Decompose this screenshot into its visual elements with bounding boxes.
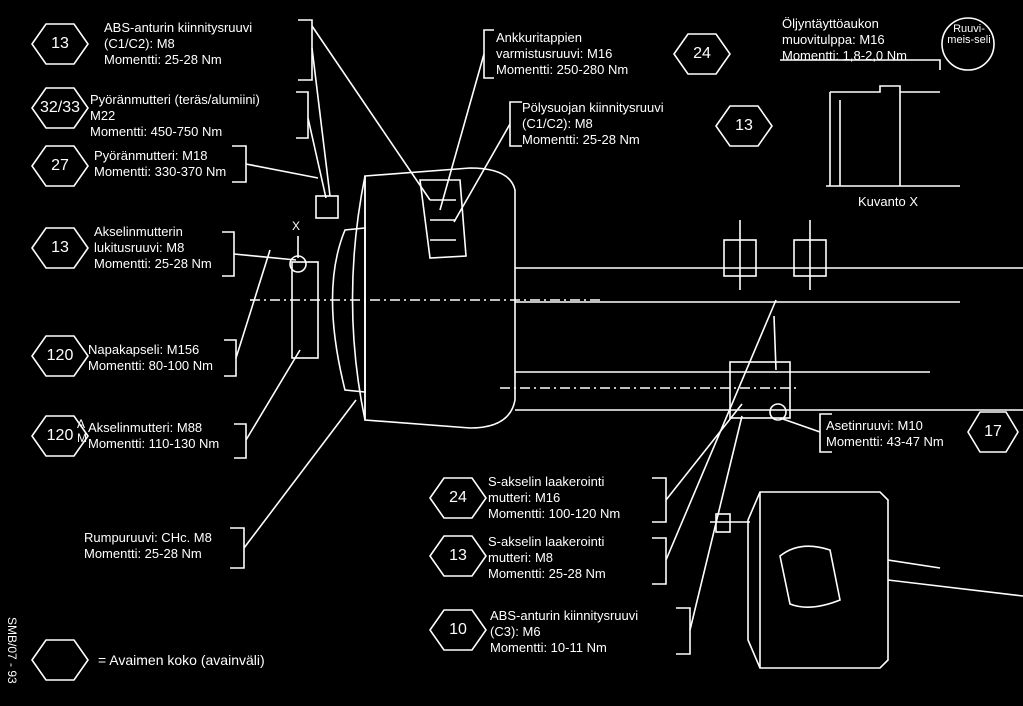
bracket-120b bbox=[234, 423, 247, 459]
view-x-housing bbox=[829, 85, 940, 186]
bracket-13b bbox=[222, 231, 235, 277]
drum-shell bbox=[364, 167, 516, 429]
marker-m: M bbox=[77, 431, 87, 445]
hex-32 bbox=[31, 87, 89, 129]
badge-circle bbox=[941, 17, 995, 71]
hex-10 bbox=[429, 609, 487, 651]
side-code: SMB/07 - 93 bbox=[5, 617, 19, 684]
hex-13a bbox=[31, 23, 89, 65]
hex-label-13b: 13 bbox=[51, 239, 69, 256]
bracket-24a bbox=[483, 29, 494, 79]
prefix-a: A bbox=[77, 417, 86, 431]
hex-label-27: 27 bbox=[51, 157, 69, 174]
bracket-13c bbox=[509, 101, 522, 147]
hex-label-120b: 120 bbox=[46, 427, 74, 444]
bracket-24b bbox=[652, 477, 667, 523]
hex-label-32: 32/33 bbox=[39, 99, 81, 116]
hex-24b bbox=[429, 477, 487, 519]
bracket-10 bbox=[676, 607, 691, 655]
line-art bbox=[31, 17, 1023, 681]
marker-x: X bbox=[292, 219, 301, 233]
hex-120a bbox=[31, 335, 89, 377]
hex-label-17: 17 bbox=[984, 423, 1002, 440]
bracket-13a bbox=[298, 19, 313, 81]
wheel-nut bbox=[315, 195, 339, 219]
bracket-120a bbox=[224, 339, 237, 377]
hex-13d bbox=[429, 535, 487, 577]
caliper bbox=[419, 179, 467, 259]
hex-label-10: 10 bbox=[449, 621, 467, 638]
hex-24a bbox=[673, 33, 731, 75]
view-x-label: Kuvanto X bbox=[858, 194, 918, 209]
hex-27 bbox=[31, 145, 89, 187]
hex-label-24b: 24 bbox=[449, 489, 467, 506]
hex-120b bbox=[31, 415, 89, 457]
bracket-32 bbox=[296, 91, 309, 139]
hex-label-24a: 24 bbox=[693, 45, 711, 62]
hub-body bbox=[331, 227, 366, 393]
legend-text: = Avaimen koko (avainväli) bbox=[98, 652, 265, 668]
hex-13b bbox=[31, 227, 89, 269]
bracket-13d bbox=[652, 537, 667, 585]
hex-legend bbox=[31, 639, 89, 681]
bracket-rumpu bbox=[230, 527, 245, 569]
hub-cap bbox=[291, 261, 319, 359]
hex-17 bbox=[967, 411, 1019, 453]
hex-13c bbox=[715, 105, 773, 147]
bracket-27 bbox=[232, 145, 247, 183]
hex-label-13d: 13 bbox=[449, 547, 467, 564]
hex-label-120a: 120 bbox=[46, 347, 74, 364]
hex-label-13a: 13 bbox=[51, 35, 69, 52]
screwdriver-badge: Ruuvi-meis-seli bbox=[947, 23, 991, 46]
inset-drum bbox=[747, 491, 889, 669]
bracket-17 bbox=[819, 413, 832, 453]
s-cam-bracket bbox=[729, 361, 791, 419]
hex-label-13c: 13 bbox=[735, 117, 753, 134]
